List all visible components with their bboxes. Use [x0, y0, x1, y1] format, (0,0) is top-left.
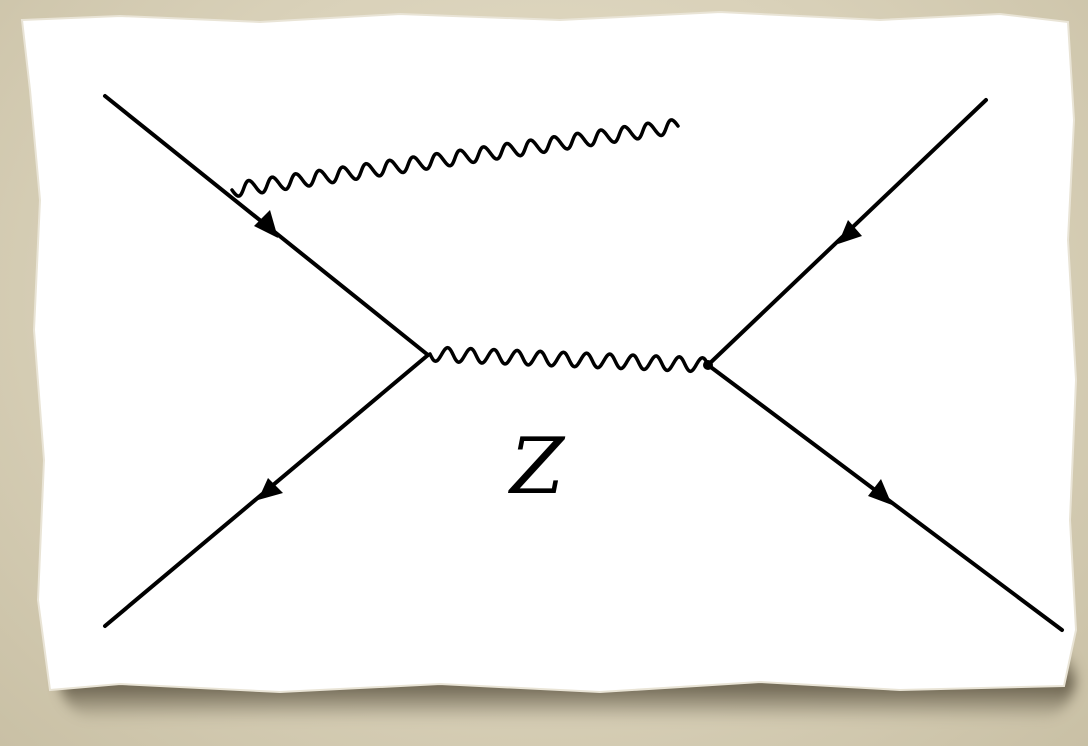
arrow-outgoing-left [258, 478, 283, 500]
vertex-right [703, 360, 713, 370]
arrow-outgoing-right [868, 479, 892, 505]
arrow-incoming-right [838, 220, 862, 244]
z-boson-propagator [428, 345, 710, 374]
paper-background [20, 10, 1078, 694]
photon-emission-line [230, 118, 680, 198]
arrow-incoming-left [254, 210, 278, 238]
z-label: Z [507, 422, 566, 512]
